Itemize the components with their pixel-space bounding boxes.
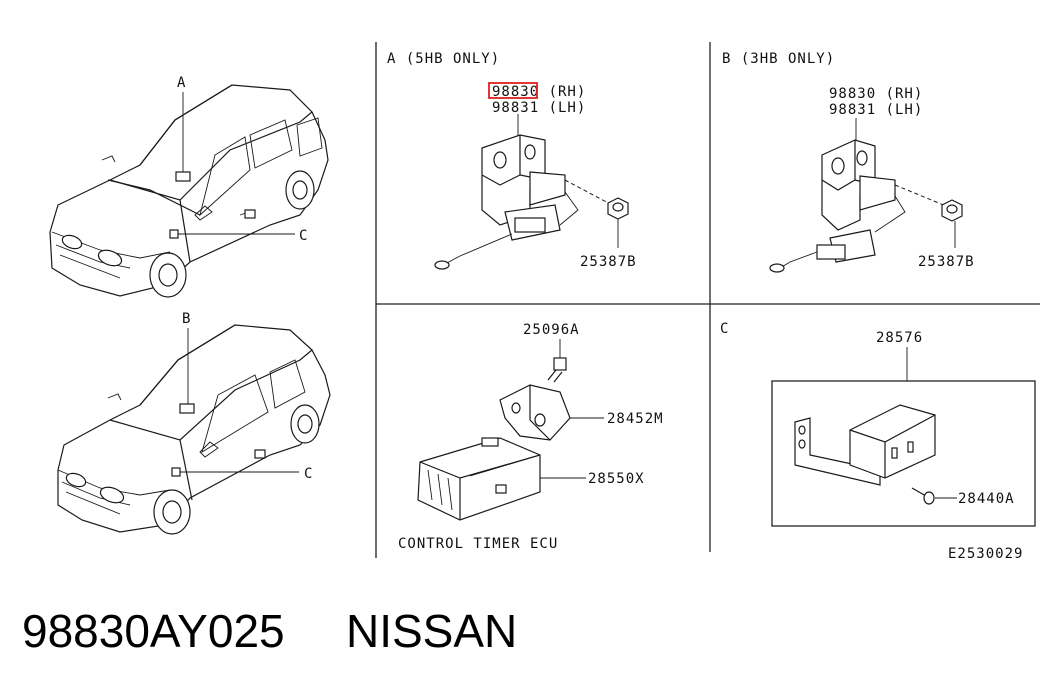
relay-part-label: 28576: [876, 330, 923, 346]
panel-a: A (5HB ONLY) 98830 (RH) 98831 (LH) 25387…: [387, 51, 637, 270]
car-bottom-callouts: B C: [180, 311, 313, 482]
panel-a-part-lh: 98831 (LH): [492, 100, 586, 116]
panel-c-title: C: [720, 321, 729, 337]
callout-c-bottom: C: [304, 466, 313, 482]
panel-b-title: B (3HB ONLY): [722, 51, 835, 67]
panel-b-part-rh: 98830 (RH): [829, 86, 923, 102]
callout-a-top: A: [177, 75, 186, 91]
car-top-callouts: A C: [177, 75, 308, 244]
panel-a-nut-label: 25387B: [580, 254, 637, 270]
ecu-bolt-label: 25096A: [523, 322, 580, 338]
panel-b: B (3HB ONLY) 98830 (RH) 98831 (LH) 25387…: [722, 51, 975, 273]
callout-c-top: C: [299, 228, 308, 244]
panel-a-part-rh: 98830 (RH): [492, 84, 586, 100]
callout-b-bottom: B: [182, 311, 191, 327]
car-top-illustration: [49, 84, 329, 298]
brand-name: NISSAN: [346, 605, 517, 657]
screw-part-label: 28440A: [958, 491, 1015, 507]
panel-b-part-lh: 98831 (LH): [829, 102, 923, 118]
ecu-part-label: 28550X: [588, 471, 645, 487]
ecu-caption: CONTROL TIMER ECU: [398, 536, 558, 552]
car-bottom-illustration: [57, 324, 331, 535]
part-number-title: 98830AY025: [22, 605, 285, 657]
ecu-bracket-label: 28452M: [607, 411, 664, 427]
figure-code: E2530029: [948, 546, 1023, 562]
panel-b-nut-label: 25387B: [918, 254, 975, 270]
panel-ecu: 25096A 28452M 28550X CONTROL TIMER ECU: [398, 322, 664, 552]
panel-c: C 28576 28440A: [720, 321, 1036, 527]
relay-detail-frame: [771, 380, 1036, 527]
panel-a-title: A (5HB ONLY): [387, 51, 500, 67]
part-number-highlight: [488, 82, 538, 99]
panel-grid: [375, 42, 1040, 558]
